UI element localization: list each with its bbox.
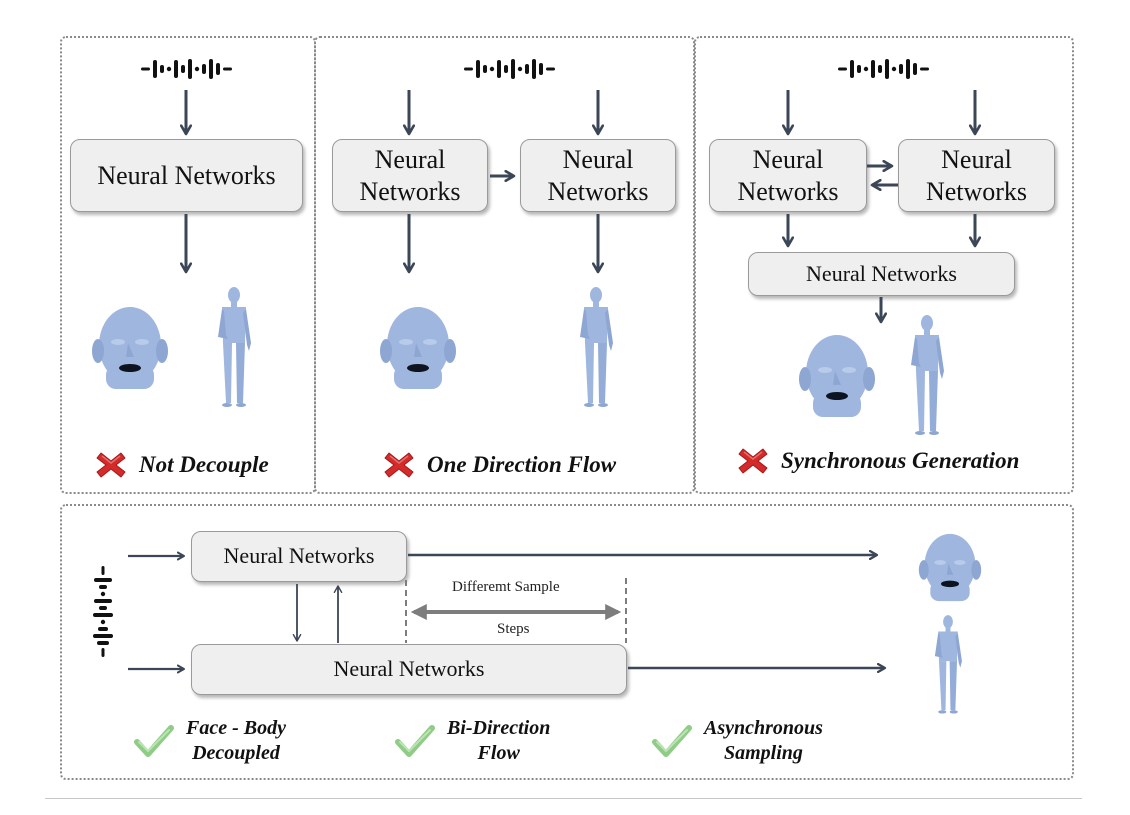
benefit-label: Asynchronous Sampling: [704, 717, 823, 764]
verdict-label: One Direction Flow: [427, 452, 617, 477]
neural-network-box-body: Neural Networks: [898, 139, 1055, 212]
sample-steps-label-bottom: Steps: [497, 621, 530, 637]
red-cross-icon: [738, 448, 768, 474]
network-label: Neural Networks: [359, 145, 461, 206]
benefit-decoupled: Face - Body Decoupled: [134, 716, 286, 766]
panel-coupled: [60, 36, 316, 494]
network-label: Neural Networks: [223, 543, 375, 569]
red-cross-icon: [384, 452, 414, 478]
verdict-label: Not Decouple: [139, 452, 269, 477]
neural-network-box-face: Neural Networks: [709, 139, 867, 212]
network-label: Neural Networks: [737, 145, 839, 206]
green-check-icon: [395, 724, 435, 758]
network-label: Neural Networks: [925, 145, 1028, 206]
red-cross-icon: [96, 452, 126, 478]
green-check-icon: [652, 724, 692, 758]
neural-network-box-body: Neural Networks: [191, 644, 627, 695]
neural-network-box-coupled: Neural Networks: [70, 139, 303, 212]
neural-network-box-body: Neural Networks: [520, 139, 676, 212]
panel-synchronous: [694, 36, 1074, 494]
neural-network-box-joint: Neural Networks: [748, 252, 1015, 296]
panel-one-direction: [314, 36, 695, 494]
network-label: Neural Networks: [97, 160, 276, 190]
panel-proposed: [60, 504, 1074, 780]
verdict-synchronous-generation: Synchronous Generation: [737, 446, 1019, 476]
bottom-divider: [45, 798, 1082, 799]
benefit-label: Bi-Direction Flow: [447, 717, 551, 764]
benefit-bi-direction: Bi-Direction Flow: [395, 716, 550, 766]
network-label: Neural Networks: [806, 260, 957, 286]
network-label: Neural Networks: [547, 145, 649, 206]
network-label: Neural Networks: [333, 656, 485, 682]
neural-network-box-face: Neural Networks: [191, 531, 407, 582]
neural-network-box-face: Neural Networks: [332, 139, 488, 212]
benefit-asynchronous: Asynchronous Sampling: [652, 716, 823, 766]
verdict-one-direction-flow: One Direction Flow: [383, 450, 616, 480]
verdict-label: Synchronous Generation: [781, 448, 1020, 473]
verdict-not-decouple: Not Decouple: [95, 450, 269, 480]
benefit-label: Face - Body Decoupled: [186, 717, 286, 764]
green-check-icon: [134, 724, 174, 758]
sample-steps-label-top: Differemt Sample: [452, 579, 560, 595]
